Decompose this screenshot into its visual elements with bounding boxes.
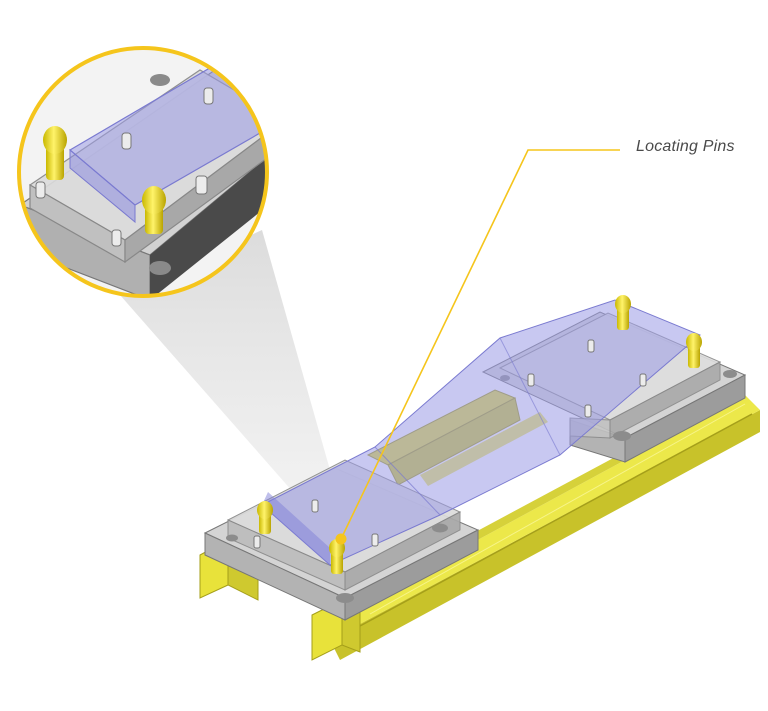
clear-pins	[253, 339, 647, 549]
locating-pin-icon	[257, 501, 273, 534]
locating-pin-icon	[686, 333, 702, 368]
callout-dot	[335, 533, 347, 545]
magnifier-circle	[17, 46, 269, 298]
locating-pin-icon	[615, 295, 631, 330]
locating-pin-icon	[142, 186, 166, 234]
magnifier-cone	[120, 230, 330, 500]
locating-pin-icon	[329, 539, 345, 574]
locating-pins-main	[257, 295, 702, 574]
locating-pin-icon	[43, 126, 67, 180]
callout-leader	[335, 149, 620, 545]
workpiece	[261, 299, 701, 566]
callout-label: Locating Pins	[636, 138, 735, 155]
